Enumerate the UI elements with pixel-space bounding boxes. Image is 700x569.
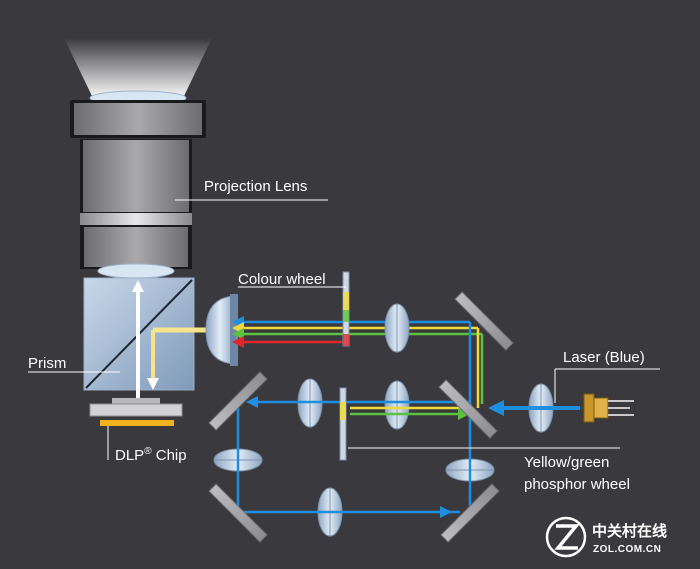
label-laser: Laser (Blue) xyxy=(563,349,645,366)
dlp-chip xyxy=(89,398,183,426)
label-colour-wheel: Colour wheel xyxy=(238,271,326,288)
colour-wheel xyxy=(342,271,350,347)
watermark-z-icon xyxy=(554,524,580,550)
laser-diode xyxy=(583,393,634,423)
blue-loop-beams xyxy=(236,396,472,518)
projected-light-cone xyxy=(64,38,212,96)
label-projection-lens: Projection Lens xyxy=(204,178,307,195)
projection-lens xyxy=(70,90,206,279)
label-phosphor-line-2: phosphor wheel xyxy=(524,476,630,493)
watermark-text-cn: 中关村在线 xyxy=(592,522,667,540)
lens-upper xyxy=(384,303,410,353)
mirrors xyxy=(208,291,514,543)
phosphor-beams xyxy=(350,402,470,420)
watermark-logo-icon xyxy=(545,516,587,558)
label-phosphor-line-1: Yellow/green xyxy=(524,454,609,471)
watermark-text-en: ZOL.COM.CN xyxy=(593,544,661,555)
upper-beams xyxy=(232,316,484,410)
condenser-lens xyxy=(205,294,238,366)
laser-beam xyxy=(488,400,580,416)
phosphor-wheel xyxy=(339,387,347,461)
label-dlp-chip: DLP® Chip xyxy=(115,446,187,464)
prism-light-paths xyxy=(132,280,212,398)
watermark: 中关村在线 ZOL.COM.CN xyxy=(545,516,667,558)
lens-middle-right xyxy=(384,380,410,430)
label-prism: Prism xyxy=(28,355,66,372)
leader-lines xyxy=(28,199,660,460)
